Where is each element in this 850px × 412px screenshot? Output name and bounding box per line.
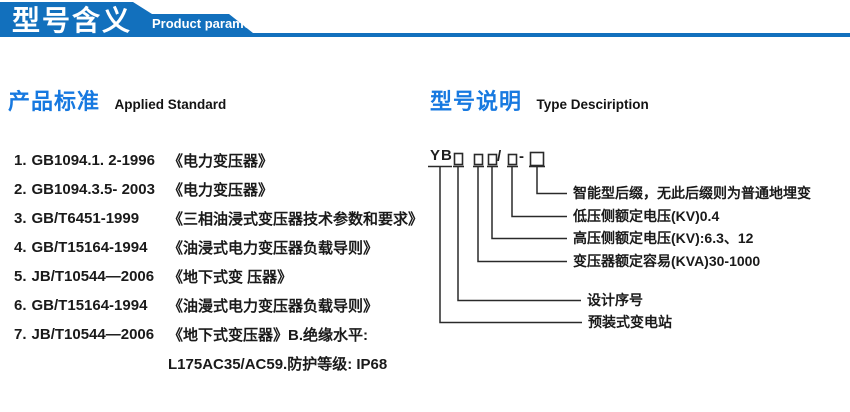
type-description-title-en: Type Desciription — [536, 97, 649, 112]
diagram-label-low-voltage: 低压侧额定电压(KV)0.4 — [573, 208, 720, 224]
item-title: 《电力变压器》 — [168, 153, 274, 170]
item-number: 3. — [14, 210, 27, 227]
diagram-label-design-serial: 设计序号 — [587, 292, 643, 308]
item-title: 《地下式变 压器》 — [168, 269, 293, 286]
banner-ribbon-shape — [0, 2, 850, 37]
code-box — [529, 151, 545, 167]
item-code: GB/T6451-1999 — [31, 210, 140, 227]
standard-item: 1.GB1094.1. 2-1996 《电力变压器》 — [14, 146, 426, 175]
standard-item-continuation: L175AC35/AC59.防护等级: IP68 — [14, 349, 426, 378]
diagram-label-rated-capacity: 变压器额定容易(KVA)30-1000 — [573, 253, 761, 269]
item-number: 7. — [14, 326, 27, 343]
item-code: GB1094.1. 2-1996 — [31, 152, 155, 169]
code-dash: - — [519, 148, 524, 165]
standard-item: 7.JB/T10544—2006 《地下式变压器》B.绝缘水平: — [14, 320, 426, 349]
item-number: 2. — [14, 181, 27, 198]
model-code-diagram: YB / - 智能型后缀，无此后缀则为普通地埋变 低压侧额定电压(KV)0.4 … — [425, 145, 847, 343]
code-box — [473, 153, 484, 166]
item-code: JB/T10544—2006 — [31, 326, 155, 343]
item-code: GB1094.3.5- 2003 — [31, 181, 155, 198]
item-code: GB/T15164-1994 — [31, 239, 148, 256]
item-number: 6. — [14, 297, 27, 314]
code-box — [487, 153, 498, 166]
diagram-connector-lines — [428, 151, 582, 324]
item-title: 《油浸式电力变压器负载导则》 — [168, 240, 379, 257]
item-number: 5. — [14, 268, 27, 285]
item-title: 《三相油浸式变压器技术参数和要求》 — [168, 211, 424, 228]
standard-item: 6.GB/T15164-1994 《油漫式电力变压器负载导则》 — [14, 291, 426, 320]
type-description-title-zh: 型号说明 — [430, 89, 523, 114]
code-box — [507, 153, 518, 166]
diagram-label-high-voltage: 高压侧额定电压(KV):6.3、12 — [573, 230, 754, 246]
item-title: 《油漫式电力变压器负载导则》 — [168, 298, 379, 315]
applied-standard-title-en: Applied Standard — [114, 97, 227, 112]
applied-standard-title-zh: 产品标准 — [8, 89, 101, 114]
diagram-label-substation: 预装式变电站 — [588, 314, 672, 330]
page-title: 型号含义 — [12, 5, 133, 36]
item-code: GB/T15164-1994 — [31, 297, 148, 314]
item-number: 1. — [14, 152, 27, 169]
code-box — [453, 152, 464, 166]
standard-item: 4.GB/T15164-1994 《油浸式电力变压器负载导则》 — [14, 233, 426, 262]
item-title: L175AC35/AC59.防护等级: IP68 — [168, 356, 388, 373]
item-code: JB/T10544—2006 — [31, 268, 155, 285]
item-number: 4. — [14, 239, 27, 256]
header-banner: 型号含义 Product parameters — [0, 0, 850, 42]
item-title: 《地下式变压器》B.绝缘水平: — [168, 327, 368, 344]
standard-item: 3.GB/T6451-1999 《三相油浸式变压器技术参数和要求》 — [14, 204, 426, 233]
standard-item: 5.JB/T10544—2006 《地下式变 压器》 — [14, 262, 426, 291]
code-prefix: YB — [430, 147, 453, 164]
standard-item: 2.GB1094.3.5- 2003 《电力变压器》 — [14, 175, 426, 204]
applied-standard-heading: 产品标准 Applied Standard — [8, 84, 226, 116]
type-description-heading: 型号说明 Type Desciription — [430, 84, 649, 116]
standards-list: 1.GB1094.1. 2-1996 《电力变压器》 2.GB1094.3.5-… — [14, 146, 426, 378]
page-subtitle: Product parameters — [152, 16, 275, 31]
code-slash: / — [497, 148, 502, 165]
item-title: 《电力变压器》 — [168, 182, 274, 199]
diagram-label-smart-suffix: 智能型后缀，无此后缀则为普通地埋变 — [573, 185, 811, 201]
